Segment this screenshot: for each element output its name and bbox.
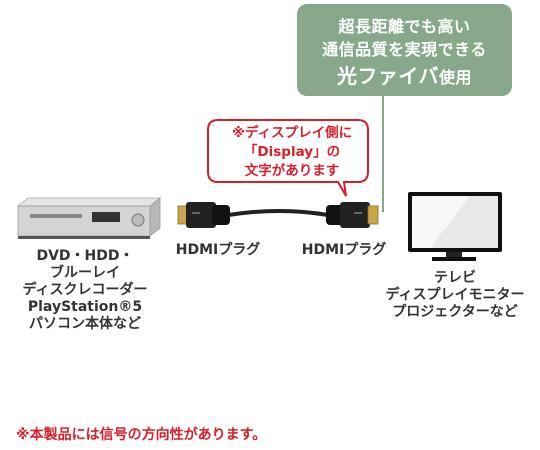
callout-bubble <box>207 119 369 197</box>
source-line: DVD・HDD・ <box>36 248 134 264</box>
callout-line2: 「Display」の <box>243 144 341 160</box>
callout-line1: ※ディスプレイ側に <box>231 125 353 141</box>
source-line: ディスクレコーダー <box>22 282 148 298</box>
display-line: テレビ <box>434 270 476 286</box>
hdmi-plug-left-icon <box>177 202 230 228</box>
source-line: パソコン本体など <box>29 316 141 332</box>
fiber-info-line1: 超長距離でも高い <box>338 17 471 36</box>
recorder-device-icon <box>16 197 162 239</box>
source-device-label: DVD・HDD・ ブルーレイ ディスクレコーダー PlayStation®5 パ… <box>10 248 160 333</box>
hdmi-plug-left-label: HDMIプラグ <box>175 242 261 258</box>
fiber-info-highlight: 光ファイバ <box>336 64 440 88</box>
fiber-info-suffix: 使用 <box>439 68 473 87</box>
direction-note: ※本製品には信号の方向性があります。 <box>16 427 267 443</box>
source-line: PlayStation®5 <box>27 299 143 315</box>
fiber-info-line3: 光ファイバ使用 <box>297 60 512 89</box>
callout-line3: 文字があります <box>244 163 340 179</box>
tv-display-icon <box>408 192 502 261</box>
fiber-cable <box>227 209 329 217</box>
fiber-info-line2: 通信品質を実現できる <box>322 40 487 59</box>
display-line: ディスプレイモニター <box>385 287 525 303</box>
callout-text: ※ディスプレイ側に 「Display」の 文字があります <box>212 124 372 181</box>
fiber-info-box: 超長距離でも高い 通信品質を実現できる 光ファイバ使用 <box>297 4 512 96</box>
display-line: プロジェクターなど <box>392 304 518 320</box>
source-line: ブルーレイ <box>50 265 120 281</box>
hdmi-plug-right-icon <box>326 202 379 228</box>
display-device-label: テレビ ディスプレイモニター プロジェクターなど <box>380 270 530 321</box>
hdmi-plug-right-label: HDMIプラグ <box>301 242 387 258</box>
